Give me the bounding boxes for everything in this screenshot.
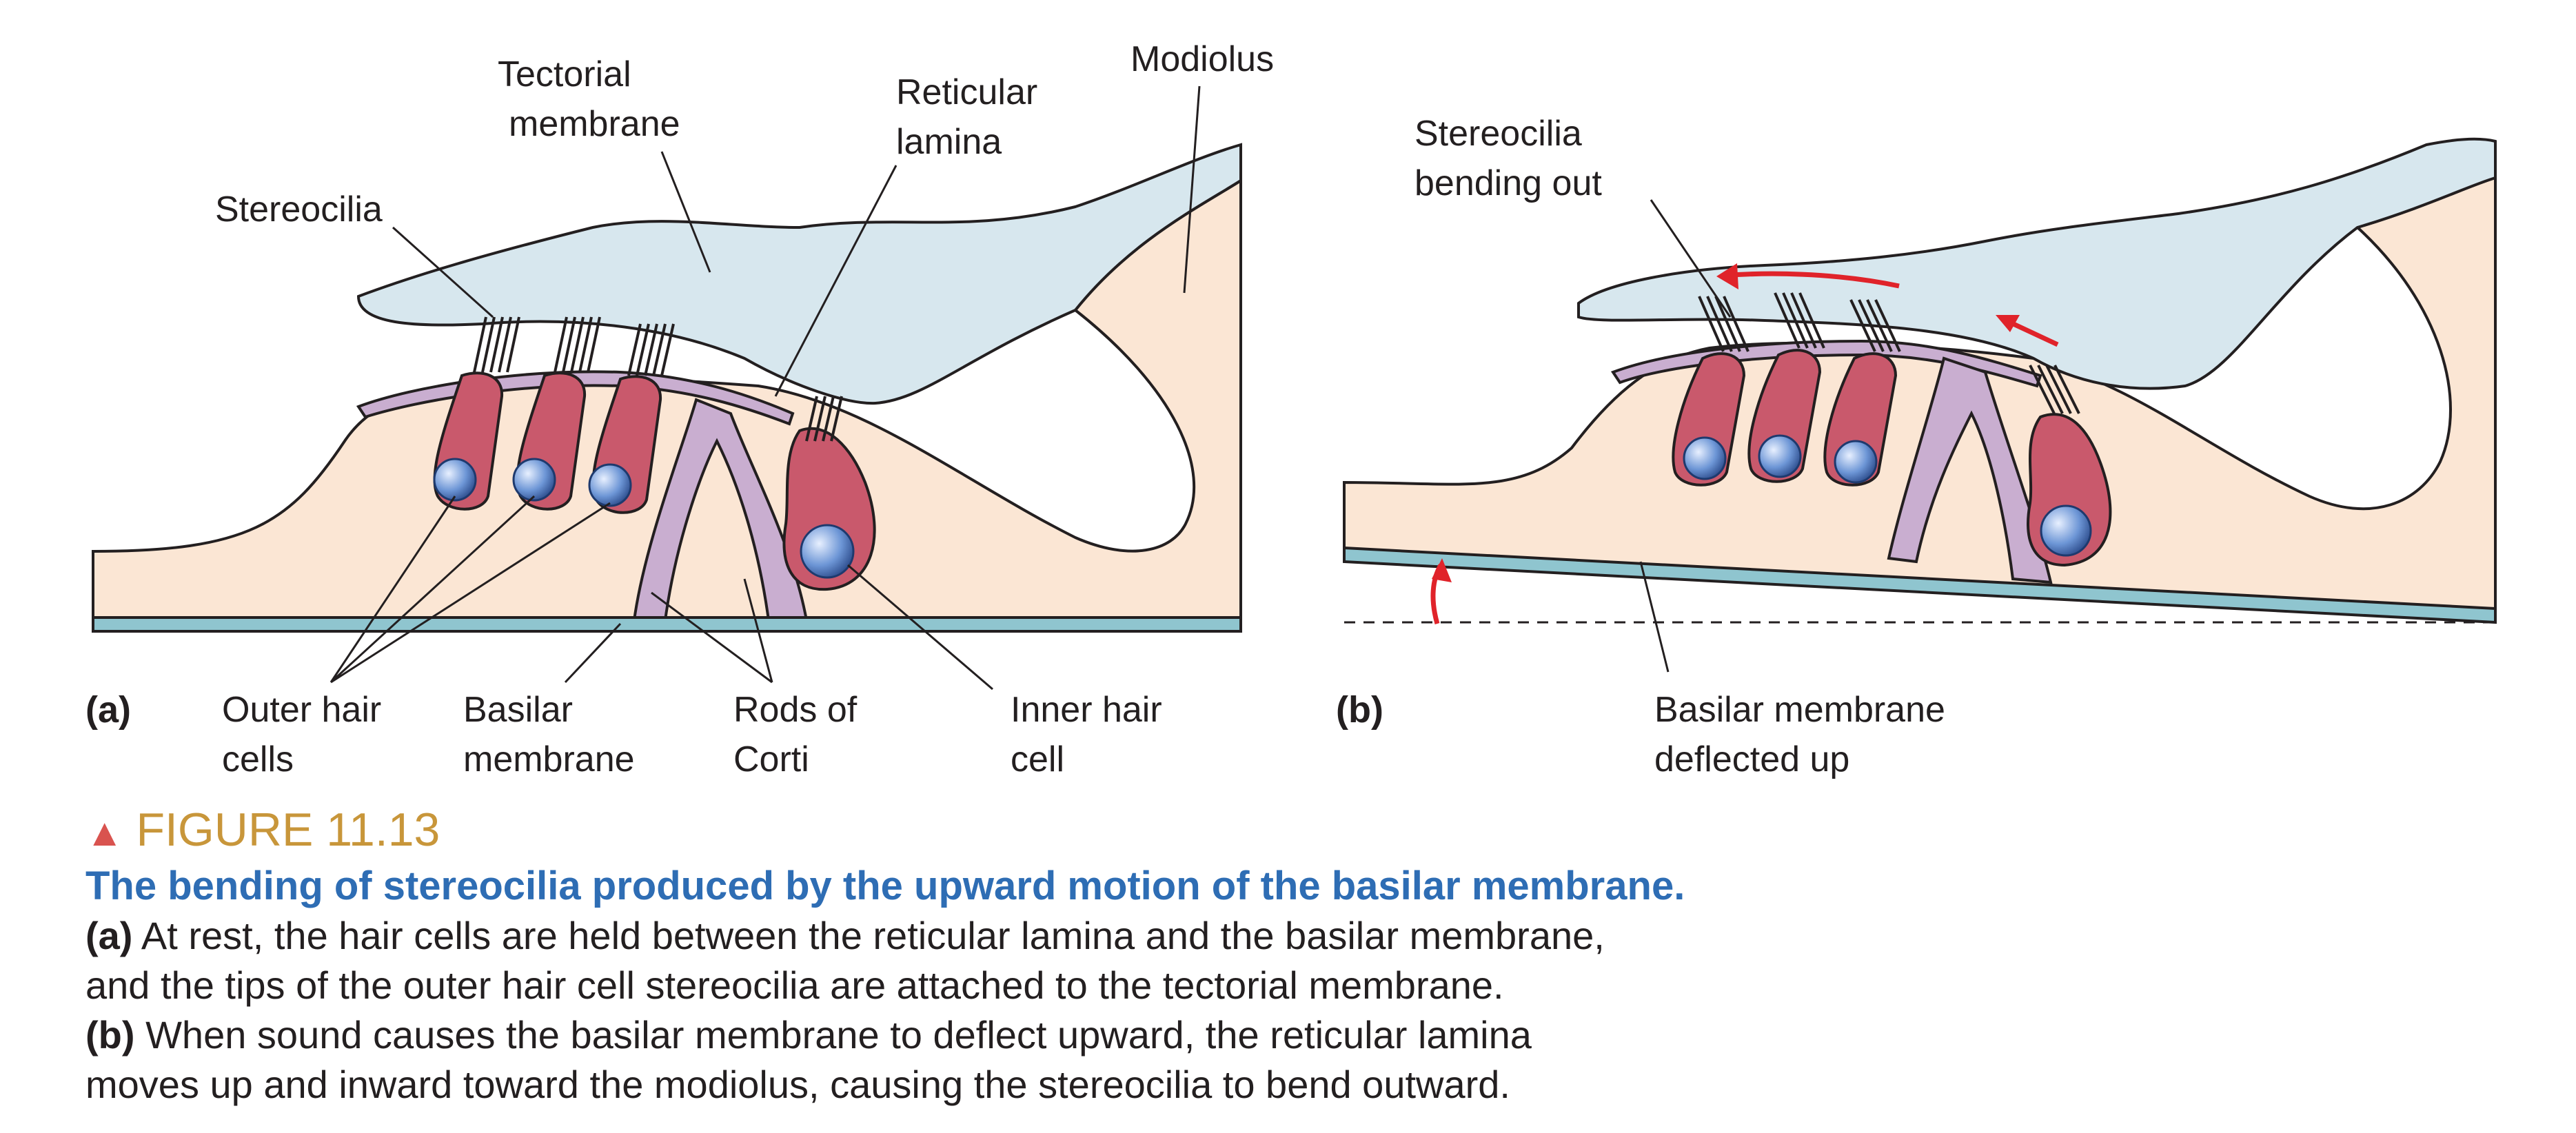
basilar-membrane-a <box>92 616 1242 633</box>
panel-b-label: (b) <box>1336 689 1383 731</box>
leader-lines-b <box>1639 199 1732 673</box>
arrow-head-middle-icon <box>1996 315 2020 332</box>
triangle-icon: ▲ <box>85 810 124 854</box>
organ-of-corti-tissue-b <box>1343 176 2497 622</box>
reticular-lamina-label: Reticular lamina <box>896 72 1038 162</box>
basilar-membrane-deflected-label: Basilar membrane deflected up <box>1654 690 1945 779</box>
caption-paragraph-b: (b) When sound causes the basilar membra… <box>85 1013 1532 1106</box>
arrow-head-basilar-icon <box>1432 558 1452 582</box>
panel-a-label: (a) <box>85 689 131 731</box>
rods-of-corti-label: Rods of Corti <box>733 690 858 779</box>
modiolus-label: Modiolus <box>1130 39 1275 79</box>
tectorial-membrane-b <box>1577 137 2497 390</box>
stereocilia-label: Stereocilia <box>215 190 383 229</box>
tectorial-membrane-a <box>356 143 1242 405</box>
stereocilia-b <box>1698 292 2080 414</box>
figure-title: The bending of stereocilia produced by t… <box>85 864 1685 908</box>
tectorial-membrane-label: Tectorial membrane <box>498 54 680 144</box>
inner-hair-cell-a <box>782 427 876 591</box>
panel-b-drawing <box>1343 137 2497 673</box>
inner-hair-cell-label: Inner hair cell <box>1011 690 1162 779</box>
stereocilia-bending-out-label: Stereocilia bending out <box>1414 114 1602 203</box>
figure-caption: ▲FIGURE 11.13 The bending of stereocilia… <box>85 801 2498 1110</box>
outer-hair-cells-label: Outer hair cells <box>222 690 382 779</box>
caption-paragraph-a: (a) At rest, the hair cells are held bet… <box>85 914 1605 1007</box>
outer-hair-cells-b <box>1672 349 1898 487</box>
leader-lines-a <box>329 85 1201 691</box>
outer-hair-cells-a <box>433 371 662 514</box>
arrow-head-upper-icon <box>1716 263 1738 289</box>
basilar-membrane-label: Basilar membrane <box>463 690 635 779</box>
basilar-membrane-b <box>1343 546 2497 624</box>
figure-number: ▲FIGURE 11.13 <box>85 801 2498 861</box>
panel-a-drawing <box>92 85 1242 691</box>
inner-hair-cell-b <box>2027 413 2112 567</box>
stereocilia-a <box>473 316 843 442</box>
